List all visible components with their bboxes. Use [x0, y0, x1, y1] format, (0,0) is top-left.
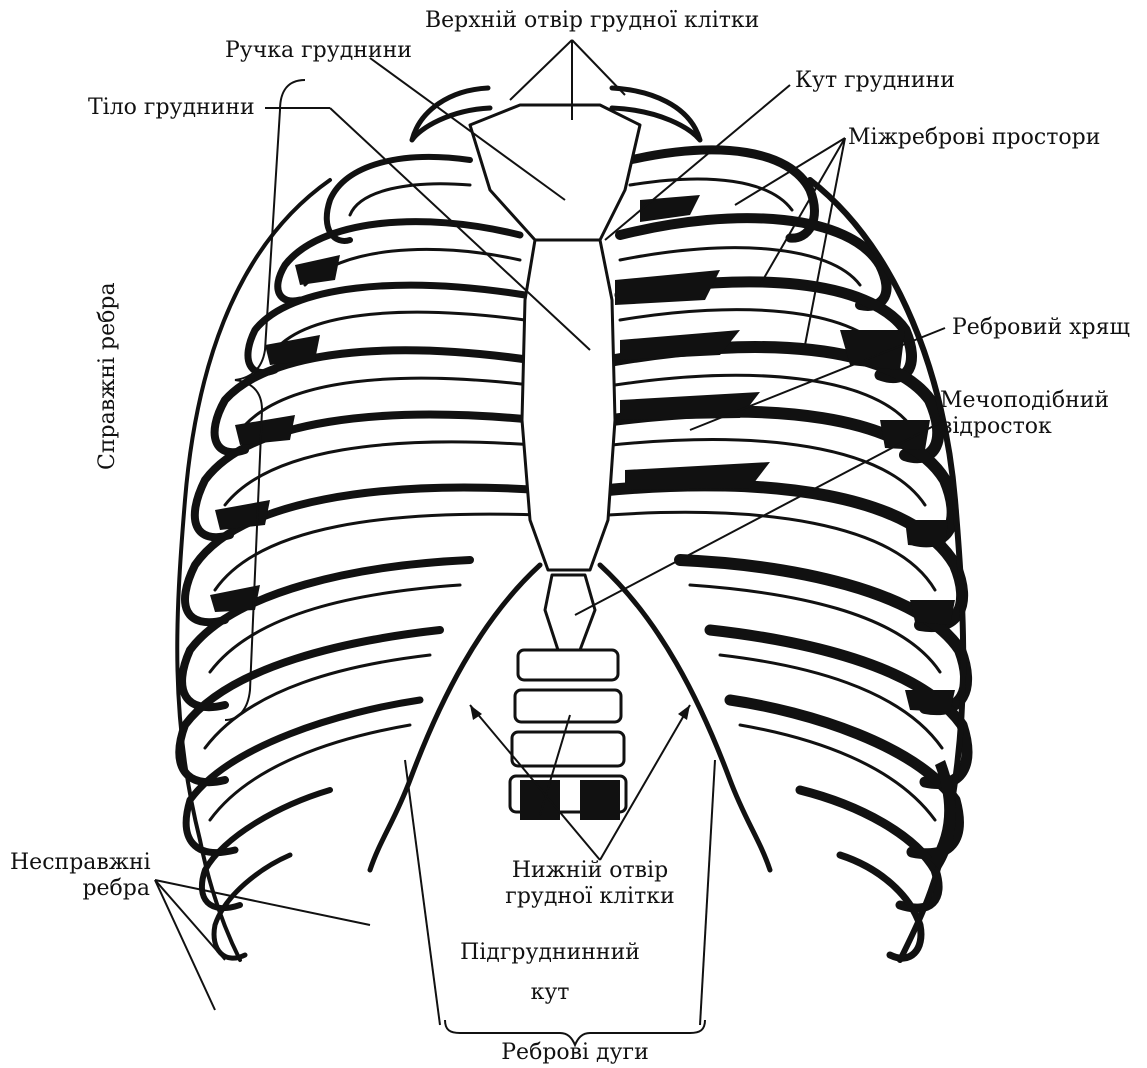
label-manubrium: Ручка груднини [225, 38, 412, 64]
label-xiphoid-line2: відросток [940, 414, 1052, 440]
label-false-ribs-line2: ребра [10, 876, 150, 902]
label-xiphoid-line1: Мечоподібний [940, 388, 1109, 414]
label-costal-cartilage: Ребровий хрящ [952, 315, 1130, 341]
label-true-ribs: Справжні ребра [95, 282, 121, 470]
label-costal-arches: Реброві дуги [475, 1040, 675, 1066]
label-infrasternal-angle-line1: Підгруднинний [445, 940, 655, 966]
label-upper-aperture: Верхній отвір грудної клітки [425, 8, 759, 34]
label-infrasternal-angle-line2: кут [445, 980, 655, 1006]
label-lower-aperture-line1: Нижній отвір [490, 858, 690, 884]
label-lower-aperture-line2: грудної клітки [490, 884, 690, 910]
label-false-ribs-line1: Несправжні [10, 850, 150, 876]
label-intercostal-spaces: Міжреброві простори [848, 125, 1100, 151]
true-ribs-brace [225, 80, 305, 720]
sternum [470, 105, 640, 650]
label-sternal-angle: Кут груднини [795, 68, 955, 94]
label-body-of-sternum: Тіло груднини [88, 95, 255, 121]
